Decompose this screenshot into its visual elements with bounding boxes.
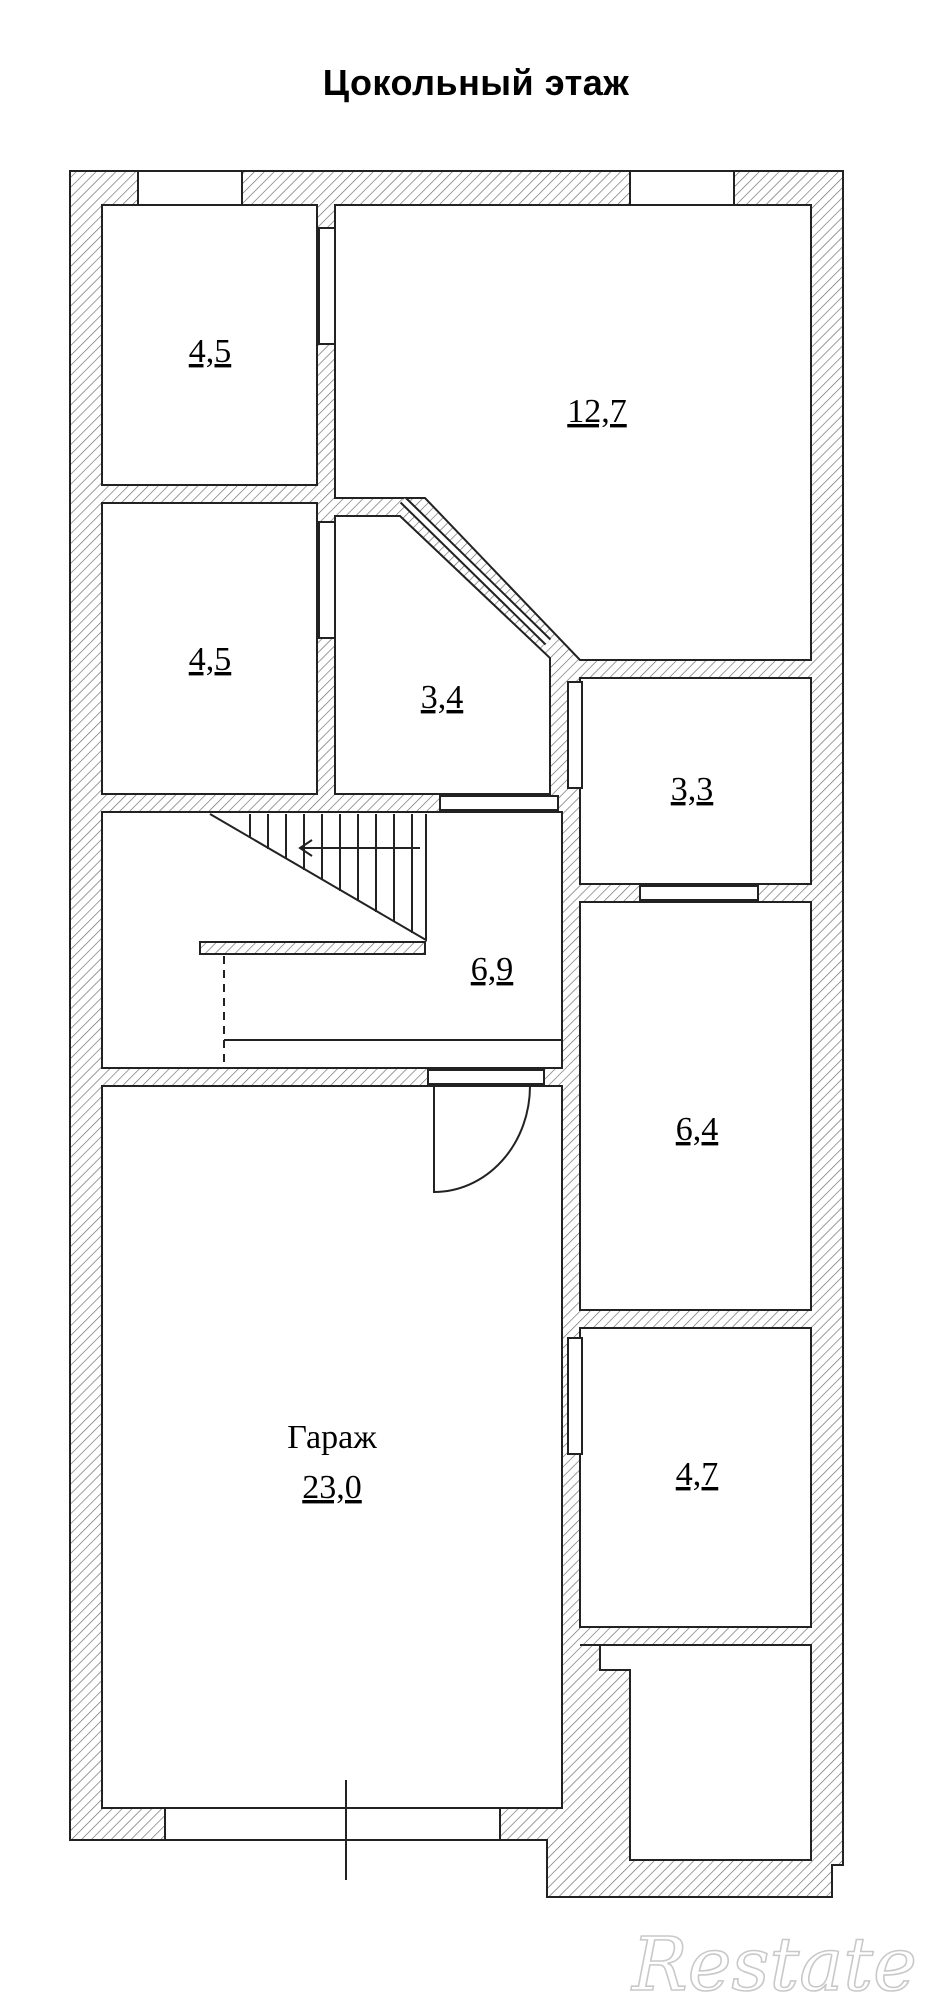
window bbox=[629, 170, 735, 206]
room-area-label: 3,3 bbox=[671, 771, 714, 808]
door bbox=[439, 795, 559, 811]
door bbox=[427, 1069, 545, 1085]
door bbox=[567, 681, 583, 789]
stair-landing bbox=[199, 941, 426, 955]
door bbox=[567, 1337, 583, 1455]
watermark: Restate bbox=[630, 1922, 917, 2000]
room-area-label: 6,4 bbox=[676, 1111, 719, 1148]
door bbox=[318, 227, 336, 345]
door bbox=[318, 521, 336, 639]
room-area-label: 4,7 bbox=[676, 1456, 719, 1493]
sliding-door-inner bbox=[401, 498, 550, 644]
window bbox=[164, 1807, 501, 1841]
walls bbox=[69, 170, 844, 1898]
staircase bbox=[209, 813, 427, 942]
window bbox=[137, 170, 243, 206]
room-area-label: 6,9 bbox=[471, 951, 514, 988]
door-swing bbox=[433, 1085, 531, 1194]
room-area-label: 12,7 bbox=[567, 393, 627, 430]
door bbox=[639, 885, 759, 901]
garage-area: 23,0 bbox=[302, 1469, 362, 1506]
room-area-label: 4,5 bbox=[189, 641, 232, 678]
floor-title: Цокольный этаж bbox=[322, 62, 630, 103]
garage-name: Гараж bbox=[287, 1419, 377, 1456]
room-area-label: 3,4 bbox=[421, 679, 464, 716]
room-area-label: 4,5 bbox=[189, 333, 232, 370]
